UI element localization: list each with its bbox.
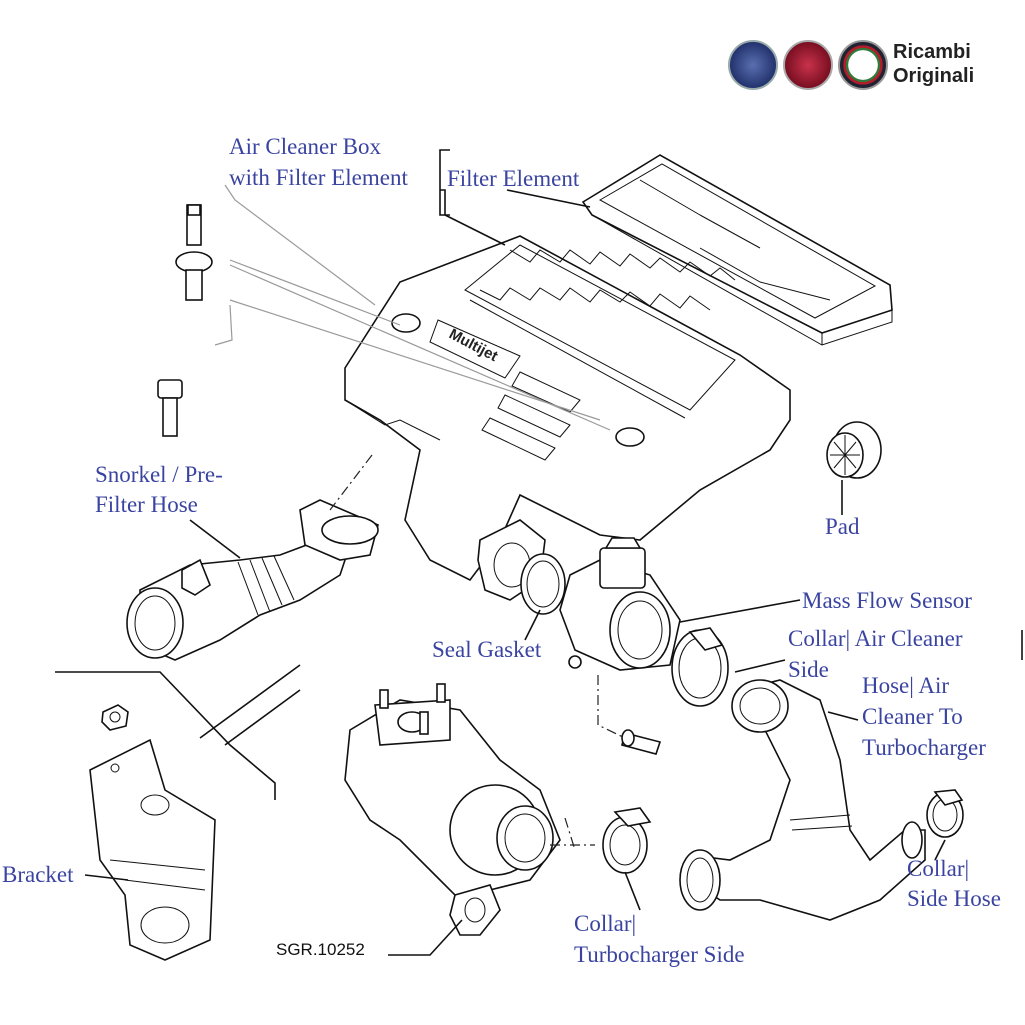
label-bracket: Bracket: [2, 862, 74, 887]
label-hose-3: Turbocharger: [862, 735, 986, 760]
label-snorkel-2: Filter Hose: [95, 492, 198, 517]
label-collar-air-cleaner-1: Collar| Air Cleaner: [788, 626, 963, 651]
turbo-hose-part: [679, 679, 926, 921]
air-cleaner-box-part: [344, 235, 791, 601]
label-collar-turbo-1: Collar|: [574, 911, 637, 936]
lancia-logo-icon: [728, 40, 778, 90]
label-air-cleaner-box-2: with Filter Element: [229, 165, 408, 190]
collar-air-cleaner-part: [671, 627, 729, 707]
alfa-romeo-logo-icon: [838, 40, 888, 90]
bolt-part: [157, 379, 183, 437]
label-air-cleaner-box-1: Air Cleaner Box: [229, 134, 382, 159]
label-collar-side-hose-1: Collar|: [907, 856, 970, 881]
fiat-logo-icon: [783, 40, 833, 90]
turbocharger-part: [344, 683, 561, 936]
label-collar-turbo-2: Turbocharger Side: [574, 942, 745, 967]
seal-gasket-part: [520, 553, 566, 615]
snorkel-hose-part: [126, 499, 379, 661]
mass-flow-sensor-part: [559, 537, 681, 671]
brand-line-2: Originali: [893, 65, 975, 87]
label-seal-gasket: Seal Gasket: [432, 637, 542, 662]
brand-text: Ricambi Originali: [893, 40, 974, 88]
drawing-reference: SGR.10252: [276, 940, 365, 959]
filter-element-part: [581, 154, 893, 346]
label-filter-element: Filter Element: [447, 166, 580, 191]
brand-line-1: Ricambi: [893, 41, 971, 63]
stud-part: [175, 204, 213, 301]
small-bolt-part: [621, 729, 662, 755]
label-collar-side-hose-2: Side Hose: [907, 886, 1001, 911]
label-snorkel-1: Snorkel / Pre-: [95, 462, 223, 487]
label-collar-air-cleaner-2: Side: [788, 657, 829, 682]
collar-turbo-side-part: [602, 807, 652, 874]
bracket-part: [89, 704, 216, 961]
label-hose-2: Cleaner To: [862, 704, 963, 729]
label-pad: Pad: [825, 514, 860, 539]
label-mass-flow-sensor: Mass Flow Sensor: [802, 588, 972, 613]
pad-part: [826, 421, 882, 479]
leader-lines: [55, 149, 1023, 956]
label-hose-1: Hose| Air: [862, 673, 950, 698]
collar-side-hose-part: [926, 789, 964, 838]
